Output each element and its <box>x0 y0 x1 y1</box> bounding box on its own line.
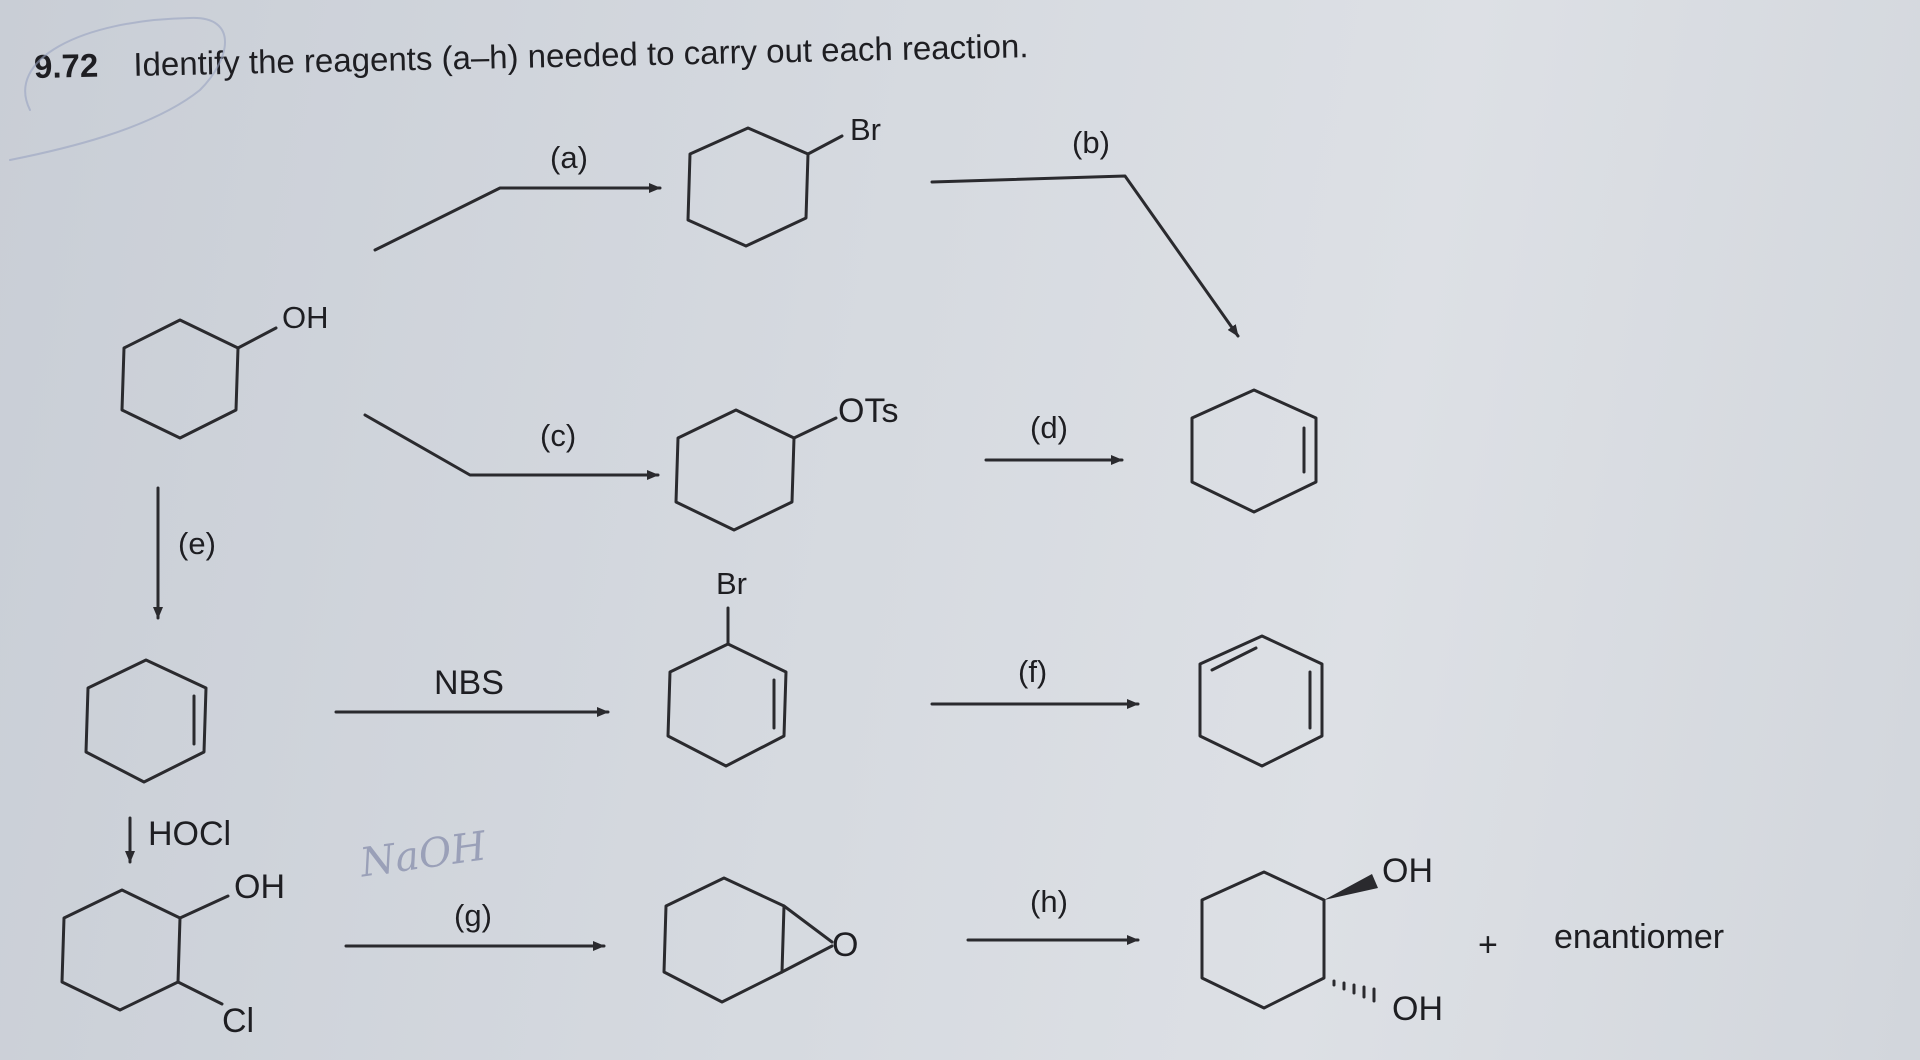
arrow-b <box>930 174 1240 338</box>
tosylate-bond <box>792 416 838 440</box>
bromo-substituent: Br <box>850 112 881 147</box>
hydroxyl-bond <box>236 326 278 350</box>
reagent-e-label: (e) <box>178 526 216 561</box>
allylic-bromide-ring <box>666 642 788 768</box>
diol-ring <box>1200 870 1326 1010</box>
bromo-bond <box>806 134 844 156</box>
epoxide-bond-1 <box>782 904 834 944</box>
chlorohydrin-oh: OH <box>234 868 285 906</box>
epoxide-bond-2 <box>780 944 834 974</box>
cyclohexanol-ring <box>120 318 240 440</box>
diene-double-bond-1 <box>1210 646 1258 672</box>
diol-oh-wedge: OH <box>1382 852 1433 890</box>
epoxide-oxygen: O <box>832 926 859 964</box>
reagent-nbs-label: NBS <box>434 664 504 702</box>
cyclohexanol-oh: OH <box>282 300 329 335</box>
cyclohexene-ring-top <box>1190 388 1318 514</box>
bromocyclohexane-ring <box>686 126 810 248</box>
reagent-h-label: (h) <box>1030 884 1068 919</box>
diol-oh-hashed: OH <box>1392 990 1443 1028</box>
epoxide-ring <box>662 876 786 1004</box>
reagent-d-label: (d) <box>1030 410 1068 445</box>
chlorohydrin-oh-bond <box>178 894 230 920</box>
arrow-c <box>363 413 660 480</box>
enantiomer-label: enantiomer <box>1554 918 1725 956</box>
reagent-a-label: (a) <box>550 140 588 175</box>
wedge-bond <box>1324 874 1378 900</box>
pen-circle <box>9 16 226 161</box>
chlorohydrin-cl-bond <box>176 980 224 1006</box>
tosylate-ring <box>674 408 796 532</box>
chlorohydrin-ring <box>60 888 182 1012</box>
reagent-c-label: (c) <box>540 418 577 453</box>
reagent-g-label: (g) <box>454 898 492 933</box>
hashed-bond <box>1332 979 1376 1003</box>
reagent-f-label: (f) <box>1018 654 1048 689</box>
reagent-b-label: (b) <box>1072 125 1110 160</box>
allylic-br: Br <box>716 566 747 601</box>
cyclohexadiene-ring <box>1198 634 1324 768</box>
chlorohydrin-cl: Cl <box>222 1002 255 1040</box>
tosylate-ots: OTs <box>838 392 899 430</box>
plus-sign: + <box>1478 926 1498 964</box>
cyclohexene-ring-left <box>84 658 208 784</box>
arrow-a <box>373 183 662 252</box>
reagent-hocl-label: HOCl <box>148 815 232 853</box>
